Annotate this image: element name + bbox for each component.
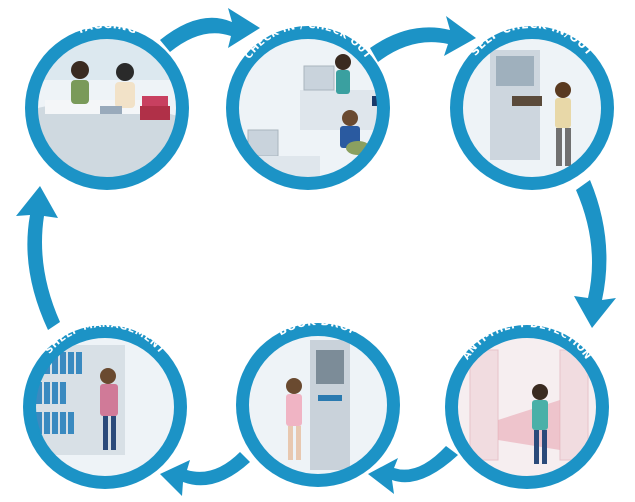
book-drop-illustration <box>248 335 388 475</box>
stage-anti-theft: ANTI-THEFT DETECTION 無線電波式偵測門 <box>445 319 609 502</box>
book-drop-label: 自動還書機 <box>285 491 351 502</box>
tagging-label: 晶片上號,黏貼 <box>66 190 148 217</box>
stage-tagging: TAGGING 晶片上號,黏貼 <box>25 18 189 217</box>
stage-book-drop: BOOK DROP 自動還書機 <box>236 315 400 502</box>
stage-self-check: SELF CHECK IN/OUT 自助借還書機 <box>450 18 614 217</box>
arrow-checkin-to-selfcheck <box>370 16 476 62</box>
tagging-title: TAGGING <box>75 18 140 37</box>
arrow-shelf-to-tagging <box>16 186 60 330</box>
shelf-management-label: 架位管理(盤點,順架,找尋) <box>47 488 162 502</box>
anti-theft-illustration <box>457 337 597 477</box>
self-check-illustration <box>462 38 602 178</box>
stage-check-in-out: CHECK IN / CHECK OUT 櫃檯流通作業 <box>226 20 390 217</box>
check-in-out-label: 櫃檯流通作業 <box>269 191 348 217</box>
arrow-antitheft-to-bookdrop <box>368 446 458 494</box>
flow-arrows <box>16 8 616 496</box>
stage-shelf-management: SHELF MANAGEMENT 架位管理(盤點,順架,找尋) <box>23 319 187 502</box>
arrow-tagging-to-checkin <box>160 8 260 52</box>
arrow-bookdrop-to-shelf <box>160 452 250 496</box>
arrow-selfcheck-to-antitheft <box>574 180 616 328</box>
self-check-label: 自助借還書機 <box>493 191 571 217</box>
check-in-out-illustration <box>238 38 378 178</box>
